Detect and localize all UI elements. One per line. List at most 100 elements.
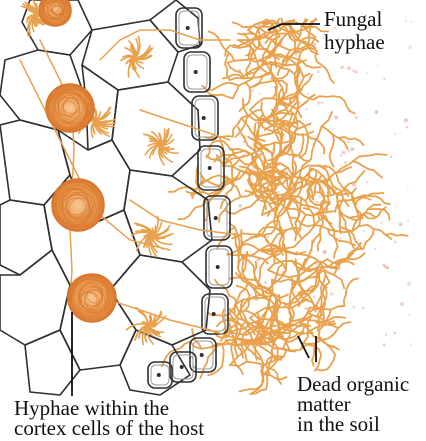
soil-hypha [240,82,251,111]
label-fungal-hyphae-line1: Fungal [324,8,385,31]
soil-speckle [317,70,320,73]
label-hyphae-within-cortex: Hyphae within the cortex cells of the ho… [14,398,204,438]
soil-speckle [363,230,365,232]
cell-nucleus [214,216,218,220]
soil-hypha [311,112,332,159]
soil-hypha [231,344,243,375]
soil-speckle [380,221,383,224]
soil-hypha [359,154,387,157]
soil-speckle [404,118,408,122]
soil-hypha [364,229,374,248]
soil-hypha [206,91,233,99]
soil-speckle [375,110,378,113]
soil-speckle [394,241,396,243]
leader-dead-organic-left [298,336,309,358]
cell-nucleus [200,353,204,357]
soil-speckle [340,165,341,166]
soil-speckle [383,78,385,80]
soil-hypha [336,157,359,173]
label-hyphae-cortex-line2: cortex cells of the host [14,418,204,438]
soil-speckle [347,66,351,70]
soil-hypha [303,343,321,371]
soil-speckle [395,207,396,208]
soil-speckle [366,72,368,74]
soil-speckle [299,102,301,104]
soil-speckle [317,101,321,105]
soil-hypha [202,83,239,90]
soil-hypha [215,280,237,304]
label-fungal-hyphae: Fungal hyphae [324,8,385,54]
label-dead-organic-line3: in the soil [297,414,409,434]
label-dead-organic-line2: matter [297,394,409,414]
soil-speckle [329,331,330,332]
soil-speckle [351,147,355,151]
label-hyphae-cortex-line1: Hyphae within the [14,398,204,418]
cell-nucleus [157,373,161,377]
connecting-hypha [140,110,230,140]
soil-speckle [306,113,307,114]
soil-speckle [410,344,412,346]
soil-speckle [284,135,286,137]
soil-speckle [237,100,239,102]
soil-speckle [305,307,309,311]
soil-speckle [339,237,342,240]
connecting-hypha [100,30,230,60]
soil-speckle [334,116,338,120]
soil-speckle [352,69,355,72]
soil-hypha [179,206,202,219]
soil-speckle [407,189,408,190]
soil-speckle [313,295,316,298]
soil-speckle [375,248,377,250]
soil-speckle [407,282,411,286]
soil-speckle [307,93,309,95]
soil-hypha [353,161,382,178]
soil-speckle [353,308,355,310]
soil-speckle [264,281,267,284]
soil-speckle [366,181,368,183]
soil-hypha [334,231,338,258]
cell-nucleus [208,166,212,170]
soil-speckle [323,250,327,254]
soil-speckle [362,307,364,309]
soil-speckle [320,156,321,157]
soil-hypha [240,233,259,252]
soil-speckle [305,108,308,111]
soil-speckle [294,28,295,29]
soil-speckle [344,146,345,147]
soil-speckle [406,126,409,129]
soil-speckle [344,161,347,164]
label-fungal-hyphae-line2: hyphae [324,31,385,54]
soil-hypha [313,96,340,100]
cell-nucleus [180,365,184,369]
soil-speckle [384,265,387,268]
soil-speckle [321,102,323,104]
soil-speckle [408,46,412,50]
soil-hypha [340,97,354,113]
soil-speckle [340,155,342,157]
soil-speckle [394,133,396,135]
cortex-cell [0,200,52,275]
soil-speckle [239,204,242,207]
soil-hypha [344,278,358,305]
soil-speckle [410,21,412,23]
soil-speckle [405,20,407,22]
cell-nucleus [212,312,216,316]
soil-speckle [365,125,366,126]
soil-speckle [341,66,344,69]
cell-nucleus [202,116,206,120]
soil-speckle [385,334,387,336]
soil-speckle [400,302,404,306]
soil-hypha [386,234,408,236]
soil-hypha [330,135,334,167]
soil-hypha [312,343,315,365]
soil-speckle [347,141,349,143]
soil-speckle [267,236,269,238]
soil-speckle [390,156,392,158]
soil-speckle [379,155,380,156]
soil-speckle [408,314,410,316]
soil-hypha [239,376,263,392]
label-dead-organic-matter: Dead organic matter in the soil [297,374,409,434]
soil-speckle [407,220,409,222]
soil-speckle [249,67,251,69]
soil-speckle [258,93,261,96]
